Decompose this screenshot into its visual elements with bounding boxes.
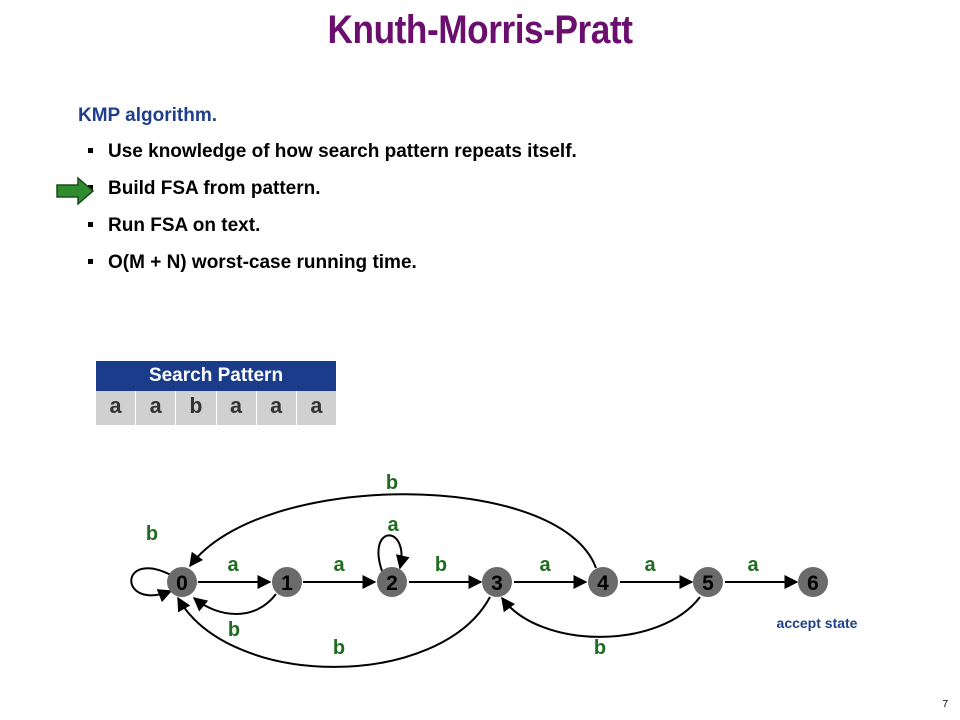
bullet-square-icon [88,258,93,264]
bullet-square-icon [88,221,93,227]
edge-label: b [333,637,345,659]
fsa-state: 2 [377,567,407,597]
edge-label: b [228,619,240,641]
bullet-text: O(M + N) worst-case running time. [108,252,417,273]
bullet-item: Use knowledge of how search pattern repe… [88,141,577,163]
edge-label: a [747,554,759,576]
bullet-item: O(M + N) worst-case running time. [88,252,417,274]
slide-title: Knuth-Morris-Pratt [327,8,633,52]
fsa-state: 0 [167,567,197,597]
pattern-char: a [136,391,177,425]
search-pattern-header: Search Pattern [96,361,336,391]
pattern-char: a [216,391,257,425]
state-label: 6 [807,572,819,595]
bullet-text: Build FSA from pattern. [108,178,321,199]
edge-label: a [387,514,399,536]
edge-label: b [435,554,447,576]
page-number: 7 [942,699,948,710]
bullet-item: Run FSA on text. [88,215,260,237]
bullet-square-icon [88,184,93,190]
fsa-state: 6 [798,567,828,597]
fsa-state: 3 [482,567,512,597]
edge-label: b [146,523,158,545]
pattern-char: a [96,391,137,425]
edge-label: a [227,554,239,576]
fsa-state: 1 [272,567,302,597]
pattern-char: a [296,391,337,425]
state-label: 4 [597,572,609,595]
state-label: 0 [176,572,188,595]
edge-loop-2 [377,534,410,572]
fsa-state: 4 [588,567,618,597]
pattern-char: a [256,391,297,425]
state-label: 2 [386,572,398,595]
search-pattern-table: Search Pattern a a b a a a [96,361,337,425]
edge-label: a [333,554,345,576]
bullet-square-icon [88,147,93,153]
bullet-text: Run FSA on text. [108,215,261,236]
edge-label: a [539,554,551,576]
edge-label: b [386,472,398,494]
edge-5-3 [501,596,701,638]
edge-3-0 [177,596,491,668]
edge-loop-0 [130,567,173,603]
accept-state-label: accept state [777,615,858,631]
section-heading: KMP algorithm. [78,105,217,126]
edge-label: b [594,637,606,659]
pattern-char: b [176,391,217,425]
right-arrow-icon [56,176,95,206]
state-label: 1 [281,572,293,595]
state-label: 5 [702,572,714,595]
fsa-state: 5 [693,567,723,597]
state-label: 3 [491,572,503,595]
edge-1-0 [192,593,277,615]
edge-label: a [644,554,656,576]
search-pattern-cells: a a b a a a [96,391,337,425]
bullet-text: Use knowledge of how search pattern repe… [108,141,577,162]
bullet-item: Build FSA from pattern. [88,178,321,200]
edge-4-0 [189,493,597,569]
